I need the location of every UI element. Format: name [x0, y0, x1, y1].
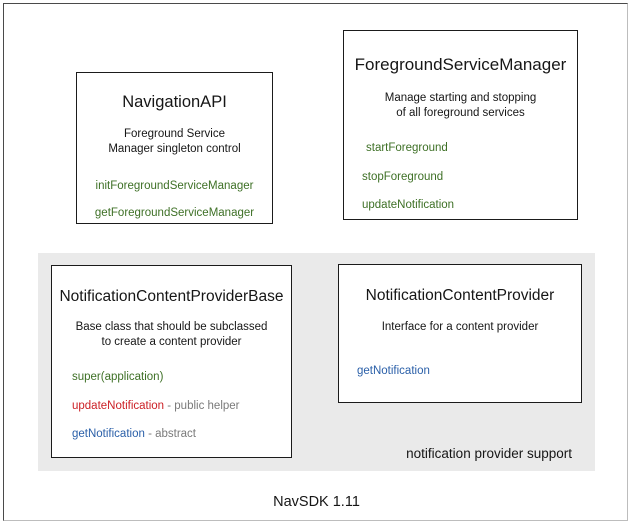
class-description-line: to create a content provider: [101, 336, 242, 349]
class-description: Base class that should be subclassed to …: [52, 320, 291, 350]
method-name: getNotification: [72, 428, 145, 441]
method-name: startForeground: [366, 142, 448, 155]
method-list: getNotification: [339, 365, 581, 378]
method-list: super(application) updateNotification - …: [52, 372, 291, 441]
class-description: Manage starting and stopping of all fore…: [344, 91, 577, 121]
method-item[interactable]: stopForeground: [362, 170, 577, 184]
class-box-notification-content-provider[interactable]: NotificationContentProvider Interface fo…: [338, 264, 582, 403]
class-description-line: Base class that should be subclassed: [75, 321, 268, 333]
class-description: Foreground Service Manager singleton con…: [77, 127, 272, 157]
method-item[interactable]: getNotification: [357, 365, 581, 378]
method-list: startForeground stopForeground updateNot…: [344, 143, 577, 212]
class-title: ForegroundServiceManager: [354, 55, 567, 74]
class-title: NotificationContentProviderBase: [59, 288, 284, 305]
method-item[interactable]: super(application): [72, 372, 291, 384]
class-description-line: Foreground Service: [124, 128, 225, 140]
class-description-line: Manager singleton control: [108, 143, 241, 156]
class-description-line: Manage starting and stopping: [384, 92, 537, 104]
method-item[interactable]: updateNotification: [362, 200, 577, 212]
method-name: stopForeground: [362, 170, 444, 183]
class-box-foreground-service-manager[interactable]: ForegroundServiceManager Manage starting…: [343, 30, 578, 220]
class-description: Interface for a content provider: [339, 320, 581, 335]
class-description-line: of all foreground services: [396, 107, 525, 120]
method-list: initForegroundServiceManager getForegrou…: [77, 181, 272, 219]
group-panel-label: notification provider support: [406, 446, 572, 461]
method-item[interactable]: startForeground: [362, 143, 577, 155]
method-item[interactable]: getForegroundServiceManager: [77, 206, 272, 220]
method-annotation: - abstract: [144, 428, 197, 441]
class-description-line: Interface for a content provider: [381, 321, 539, 333]
class-box-navigation-api[interactable]: NavigationAPI Foreground Service Manager…: [76, 72, 273, 224]
class-box-notification-content-provider-base[interactable]: NotificationContentProviderBase Base cla…: [51, 265, 292, 458]
footer-caption: NavSDK 1.11: [273, 494, 360, 510]
method-name: super(application): [72, 371, 164, 384]
method-item[interactable]: initForegroundServiceManager: [77, 181, 272, 193]
method-name: updateNotification: [72, 399, 165, 412]
method-name: getForegroundServiceManager: [94, 206, 255, 219]
method-name: updateNotification: [362, 199, 455, 212]
method-name: initForegroundServiceManager: [95, 180, 254, 193]
method-item[interactable]: updateNotification - public helper: [72, 399, 291, 413]
class-title: NavigationAPI: [122, 93, 227, 111]
method-annotation: - public helper: [164, 399, 240, 412]
method-name: getNotification: [357, 365, 430, 378]
method-item[interactable]: getNotification - abstract: [72, 429, 291, 441]
class-title: NotificationContentProvider: [365, 287, 555, 304]
